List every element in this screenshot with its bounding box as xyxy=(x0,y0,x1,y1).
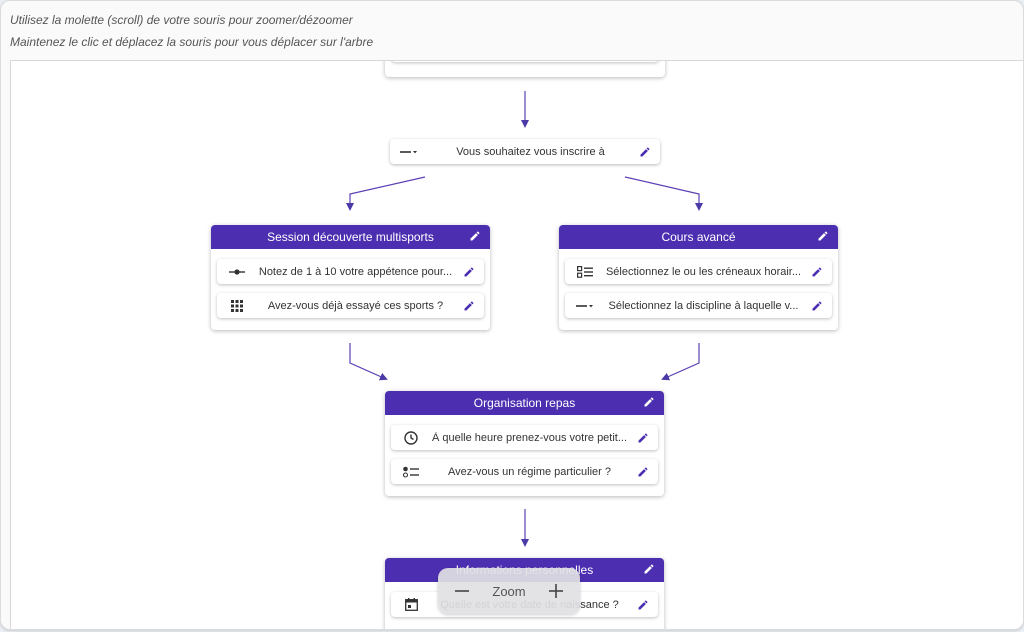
question-label: À quelle heure prenez-vous votre petit..… xyxy=(431,431,628,444)
tree-canvas[interactable]: Vous souhaitez vous inscrire à Session d… xyxy=(10,60,1023,629)
edit-icon[interactable] xyxy=(637,466,649,478)
edit-icon[interactable] xyxy=(463,300,475,312)
card-title: Cours avancé xyxy=(661,230,736,244)
card-header: Organisation repas xyxy=(385,391,664,415)
connector-arrows xyxy=(346,91,703,547)
card-title: Organisation repas xyxy=(473,396,576,410)
arrow-cours-to-repas xyxy=(661,343,700,381)
plus-icon xyxy=(548,584,563,598)
choice-node[interactable]: Vous souhaitez vous inscrire à xyxy=(390,139,660,164)
card-header: Cours avancé xyxy=(559,225,838,249)
grid-icon xyxy=(226,299,248,312)
minus-icon xyxy=(455,590,469,592)
card-organisation-repas[interactable]: Organisation repas À quelle heure prenez… xyxy=(385,391,664,496)
question-label: Avez-vous déjà essayé ces sports ? xyxy=(267,299,444,312)
dropdown-icon xyxy=(400,148,422,156)
arrow-session-to-repas xyxy=(349,343,388,381)
question-item[interactable]: Sélectionnez la discipline à laquelle v.… xyxy=(565,293,832,318)
radio-list-icon xyxy=(400,466,422,478)
question-item[interactable]: Notez de 1 à 10 votre appétence pour... xyxy=(217,259,484,284)
zoom-out-button[interactable] xyxy=(452,581,472,601)
edit-icon[interactable] xyxy=(811,266,823,278)
edit-icon[interactable] xyxy=(643,396,655,411)
previous-card-item[interactable] xyxy=(391,61,659,62)
zoom-label: Zoom xyxy=(492,583,526,599)
card-session-decouverte[interactable]: Session découverte multisports Notez de … xyxy=(211,225,490,330)
connector-layer xyxy=(346,91,703,547)
card-title: Session découverte multisports xyxy=(267,230,434,244)
zoom-control: Zoom xyxy=(438,568,580,614)
question-label: Sélectionnez le ou les créneaux horair..… xyxy=(605,265,802,278)
zoom-in-button[interactable] xyxy=(546,581,566,601)
slider-icon xyxy=(226,268,248,276)
card-header: Session découverte multisports xyxy=(211,225,490,249)
edit-icon[interactable] xyxy=(811,300,823,312)
arrow-to-cours xyxy=(624,176,703,211)
question-item[interactable]: Sélectionnez le ou les créneaux horair..… xyxy=(565,259,832,284)
question-label: Sélectionnez la discipline à laquelle v.… xyxy=(608,299,799,312)
dropdown-icon xyxy=(574,302,596,310)
question-item[interactable]: Avez-vous déjà essayé ces sports ? xyxy=(217,293,484,318)
question-label: Notez de 1 à 10 votre appétence pour... xyxy=(258,265,453,278)
previous-card[interactable] xyxy=(385,61,665,77)
edit-icon[interactable] xyxy=(463,266,475,278)
checklist-icon xyxy=(574,265,596,278)
calendar-icon xyxy=(400,598,422,611)
question-label: Avez-vous un régime particulier ? xyxy=(447,465,612,478)
edit-icon[interactable] xyxy=(817,230,829,245)
edit-icon[interactable] xyxy=(637,432,649,444)
question-item[interactable]: Avez-vous un régime particulier ? xyxy=(391,459,658,484)
clock-icon xyxy=(400,430,422,445)
choice-node-label: Vous souhaitez vous inscrire à xyxy=(456,145,605,158)
edit-icon[interactable] xyxy=(469,230,481,245)
instruction-pan: Maintenez le clic et déplacez la souris … xyxy=(10,35,374,49)
question-item[interactable]: À quelle heure prenez-vous votre petit..… xyxy=(391,425,658,450)
arrow-to-session xyxy=(346,176,426,211)
edit-icon[interactable] xyxy=(639,146,651,158)
instruction-zoom: Utilisez la molette (scroll) de votre so… xyxy=(10,13,353,27)
edit-icon[interactable] xyxy=(637,599,649,611)
edit-icon[interactable] xyxy=(643,563,655,578)
card-cours-avance[interactable]: Cours avancé Sélectionnez le ou les crén… xyxy=(559,225,838,330)
